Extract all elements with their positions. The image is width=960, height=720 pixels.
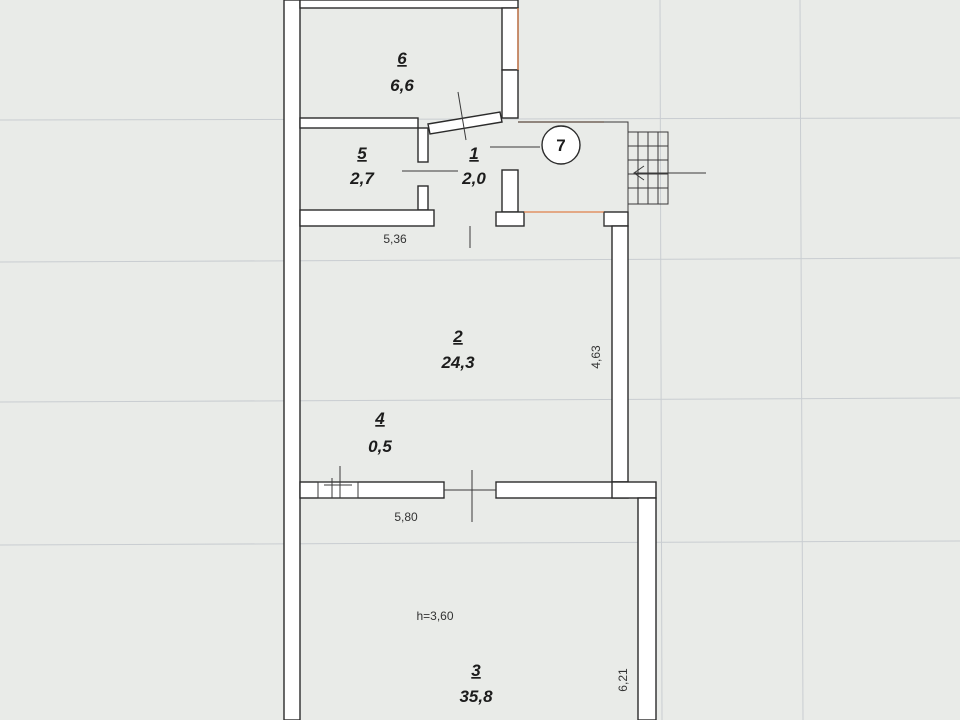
dimension-height-label: h=3,60 — [416, 609, 453, 623]
walls — [283, 0, 657, 720]
room-number-1: 1 — [469, 144, 478, 163]
dimension-labels: 5,36 4,63 5,80 h=3,60 6,21 — [383, 232, 630, 692]
room-area-3: 35,8 — [459, 687, 493, 706]
room-number-3: 3 — [471, 661, 481, 680]
dimension-width-upper: 5,36 — [383, 232, 407, 246]
dimension-height-room2: 4,63 — [589, 345, 603, 369]
room-number-2: 2 — [452, 327, 463, 346]
door-marks — [402, 91, 540, 522]
room-area-5: 2,7 — [349, 169, 375, 188]
dimension-width-lower: 5,80 — [394, 510, 418, 524]
room-number-4: 4 — [374, 409, 385, 428]
dimension-height-room3: 6,21 — [616, 668, 630, 692]
marker-circle: 7 — [541, 125, 581, 165]
room-area-2: 24,3 — [440, 353, 475, 372]
utility-box — [317, 466, 359, 499]
room-area-6: 6,6 — [390, 76, 414, 95]
room-number-6: 6 — [397, 49, 407, 68]
room-number-5: 5 — [357, 144, 367, 163]
porch — [518, 121, 706, 226]
marker-label: 7 — [556, 136, 565, 155]
annex-lines — [517, 8, 604, 213]
room-labels: 6 6,6 5 2,7 1 2,0 2 24,3 4 0,5 3 35,8 — [349, 49, 493, 706]
room-area-4: 0,5 — [368, 437, 392, 456]
room-area-1: 2,0 — [461, 169, 486, 188]
